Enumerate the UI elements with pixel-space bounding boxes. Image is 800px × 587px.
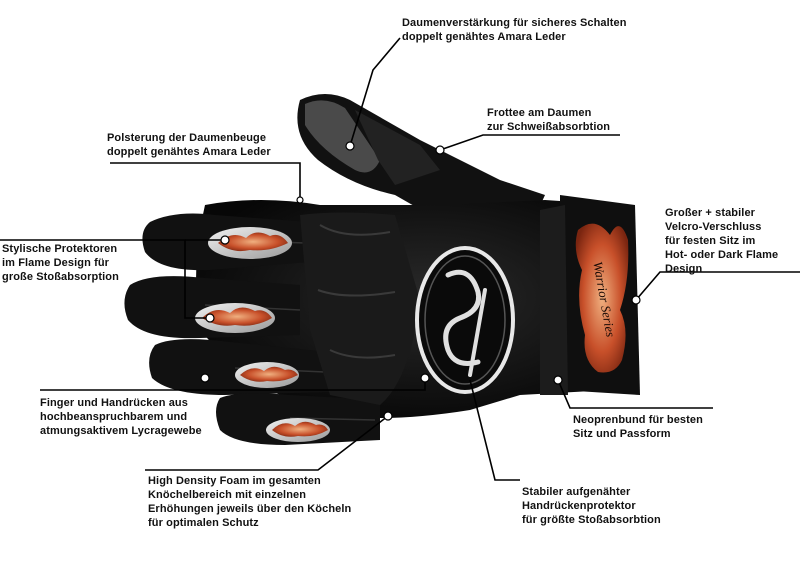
neoprene-cuff [540,205,568,395]
annotation-back-protector: Stabiler aufgenähter Handrückenprotektor… [522,486,661,526]
leader-lines [0,37,800,481]
annotation-lycra-fabric: Finger und Handrücken aus hochbeanspruch… [40,397,202,437]
annotation-thumb-reinforcement: Daumenverstärkung für sicheres Schalten … [402,17,627,43]
annotation-thumb-bend-padding: Polsterung der Daumenbeuge doppelt genäh… [107,132,271,158]
thumb-terry-patch [355,110,440,185]
knuckle-protector-little [266,418,330,442]
annotation-neoprene-cuff: Neoprenbund für besten Sitz und Passform [573,414,703,440]
back-hand-protector [415,246,515,394]
thumb-suede-patch [305,100,380,173]
annotation-flame-protectors: Stylische Protektoren im Flame Design fü… [2,243,119,283]
annotation-high-density-foam: High Density Foam im gesamten Knöchelber… [148,475,352,529]
leader-dots [200,141,641,421]
knuckle-protector-ring [235,362,299,388]
knuckle-protector-index [208,227,292,259]
annotation-velcro-closure: Großer + stabiler Velcro-Verschluss für … [665,207,779,275]
knuckle-foam [300,212,420,405]
knuckle-protector-middle [195,303,275,333]
annotation-thumb-terry: Frottee am Daumen zur Schweißabsorbtion [487,107,611,133]
velcro-flame-design [575,223,629,373]
